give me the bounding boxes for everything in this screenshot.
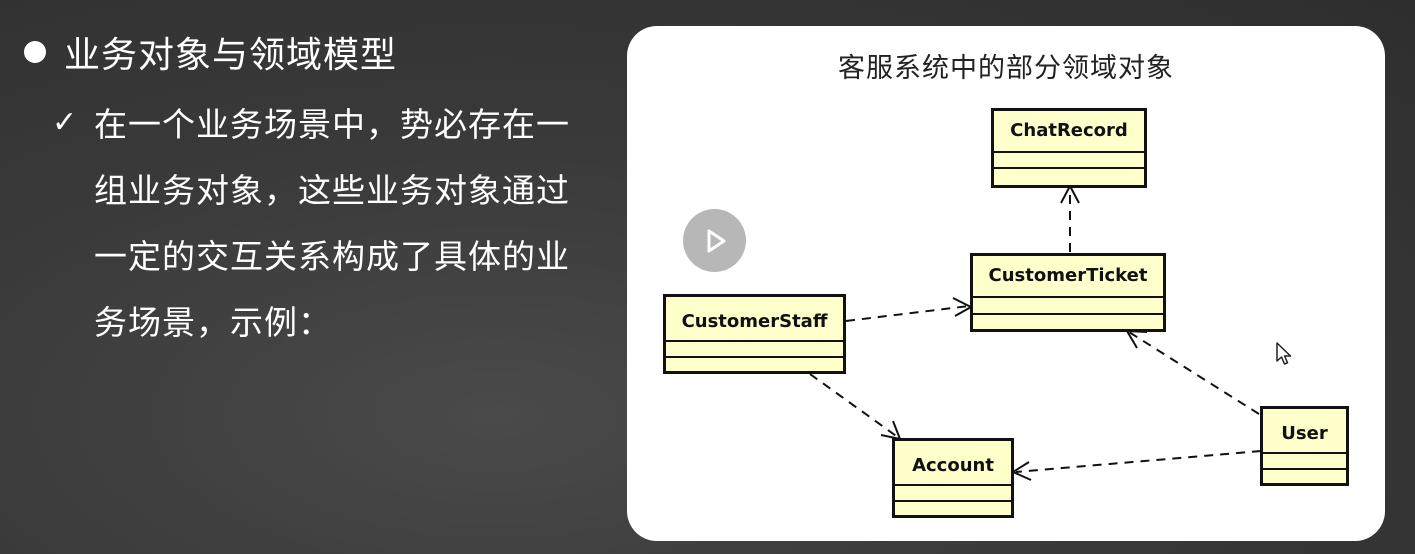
class-attributes xyxy=(973,298,1163,315)
class-box-customerstaff: CustomerStaff xyxy=(663,294,846,374)
arrow-user-to-ticket xyxy=(1128,331,1260,415)
play-icon xyxy=(707,229,725,252)
class-box-chatrecord: ChatRecord xyxy=(991,108,1147,188)
arrow-staff-to-account xyxy=(809,373,900,439)
class-name: ChatRecord xyxy=(994,111,1144,153)
arrow-staff-to-ticket xyxy=(845,305,970,322)
arrow-user-to-account xyxy=(1015,450,1262,473)
class-attributes xyxy=(994,153,1144,169)
class-box-customerticket: CustomerTicket xyxy=(970,253,1166,332)
class-methods xyxy=(666,358,843,372)
class-methods xyxy=(994,169,1144,185)
play-button[interactable] xyxy=(683,209,746,272)
checkmark-icon: ✓ xyxy=(52,105,79,140)
class-name: Account xyxy=(895,441,1011,486)
class-methods xyxy=(1263,470,1346,484)
heading-text: 业务对象与领域模型 xyxy=(64,35,398,76)
class-methods xyxy=(973,315,1163,329)
slide-heading: 业务对象与领域模型 xyxy=(24,26,397,78)
class-attributes xyxy=(1263,454,1346,470)
arrowhead-account-from-staff xyxy=(880,420,902,441)
class-name: CustomerTicket xyxy=(973,256,1163,298)
arrowhead-account-from-user xyxy=(1010,461,1032,481)
class-box-account: Account xyxy=(892,438,1014,518)
class-name: CustomerStaff xyxy=(666,297,843,342)
class-methods xyxy=(895,502,1011,516)
class-name: User xyxy=(1263,409,1346,454)
diagram-panel: 客服系统中的部分领域对象 ChatRecord CustomerTicket xyxy=(627,26,1385,541)
class-attributes xyxy=(666,342,843,358)
class-attributes xyxy=(895,486,1011,502)
diagram-title: 客服系统中的部分领域对象 xyxy=(838,53,1174,84)
sub-bullet: ✓ 在一个业务场景中，势必存在一组业务对象，这些业务对象通过一定的交互关系构成了… xyxy=(52,92,572,356)
mouse-pointer-icon xyxy=(1276,342,1292,365)
class-box-user: User xyxy=(1260,406,1349,486)
sub-bullet-text: 在一个业务场景中，势必存在一组业务对象，这些业务对象通过一定的交互关系构成了具体… xyxy=(94,105,570,342)
bullet-dot-icon xyxy=(24,41,46,63)
